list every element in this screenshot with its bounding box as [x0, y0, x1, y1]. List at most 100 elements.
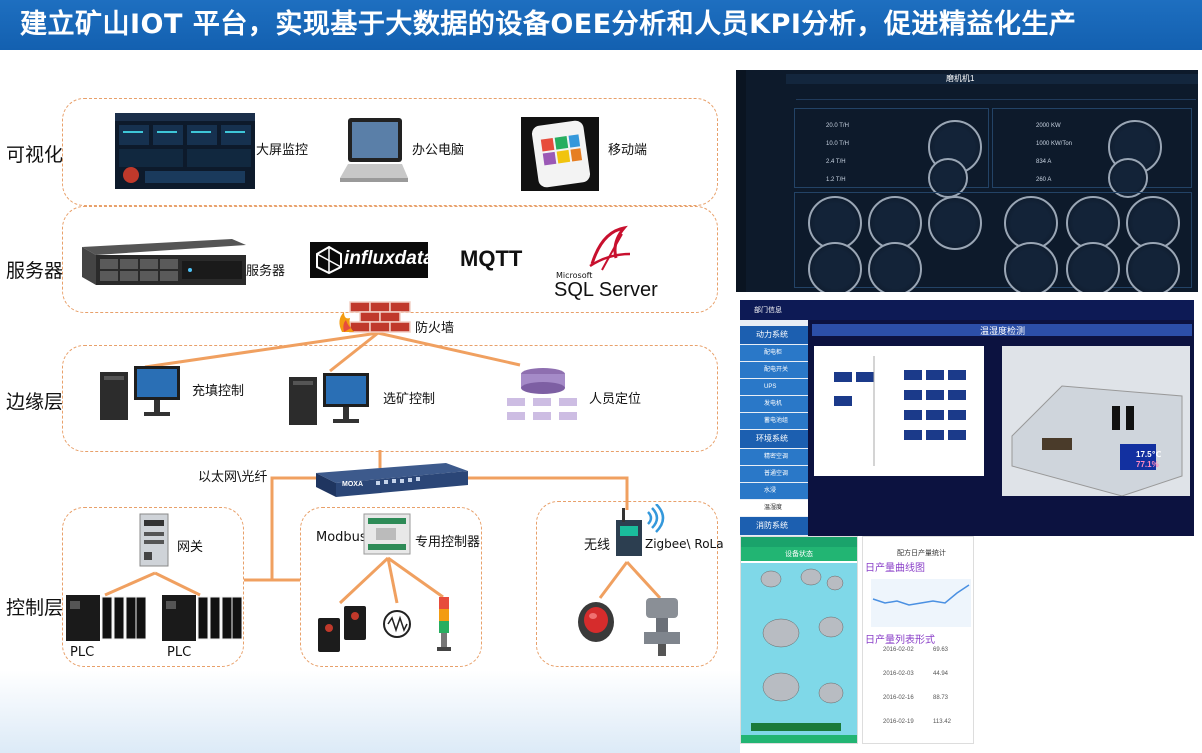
layer-label-server: 服务器 — [6, 260, 64, 282]
dash-left-val-1: 20.0 T/H — [826, 123, 849, 129]
env-menu-item[interactable]: 普通空调 — [740, 466, 808, 482]
mobile-left-title: 设备状态 — [785, 551, 813, 558]
dashboard-title: 磨机机1 — [946, 74, 975, 83]
plc-label-2: PLC — [167, 645, 192, 660]
mobile-process-diagram — [741, 563, 857, 737]
ore-control-label: 选矿控制 — [383, 392, 436, 407]
layer-label-visual: 可视化 — [6, 144, 64, 166]
plc-image-1 — [66, 595, 146, 641]
visual-layer-box — [62, 98, 718, 206]
sql-server-text: SQL Server — [554, 279, 658, 301]
env-menu: 部门信息 动力系统 配电柜 配电开关 UPS 发电机 蓄电池组 环境系统 精密空… — [740, 304, 808, 535]
dashboard-screenshot: 磨机机1 20.0 T/H 10.0 T/H 2.4 T/H 1.2 T/H 2… — [736, 70, 1198, 292]
personnel-locate-label: 人员定位 — [589, 392, 642, 407]
dash-left-val-4: 1.2 T/H — [826, 177, 846, 183]
ore-control-pc-image — [287, 371, 373, 427]
dash-gauge — [1108, 158, 1148, 198]
ethernet-fiber-label: 以太网\光纤 — [198, 470, 268, 485]
env-3d-room — [1011, 385, 1183, 496]
mobile-list-title: 日产量列表形式 — [865, 635, 935, 646]
env-menu-item[interactable]: 消防系统 — [740, 517, 808, 535]
server-rack-image — [82, 235, 246, 287]
dash-gauge — [1126, 242, 1180, 292]
env-temp: 17.5℃ — [1136, 450, 1162, 459]
background-fade — [0, 670, 740, 753]
fill-control-pc-image — [98, 364, 184, 422]
controller-image — [362, 510, 412, 558]
connection-lines — [104, 331, 662, 605]
office-pc-label: 办公电脑 — [412, 143, 465, 158]
mobile-right-title: 配方日产量统计 — [897, 550, 946, 557]
zigbee-lora-label: Zigbee\ RoLa — [645, 537, 724, 551]
moxa-brand: MOXA — [342, 481, 363, 488]
modbus-label: Modbus — [316, 530, 367, 545]
mobile-row-date: 2016-02-19 — [883, 719, 914, 725]
sensor-camera-icon — [316, 604, 372, 652]
env-heading: 温湿度检测 — [980, 326, 1026, 336]
env-menu-item[interactable]: 发电机 — [740, 396, 808, 412]
mobile-production-screenshot: 配方日产量统计 日产量曲线图 日产量列表形式 2016-02-02 69.63 … — [862, 536, 974, 744]
page-title: 建立矿山IOT 平台，实现基于大数据的设备OEE分析和人员KPI分析，促进精益化… — [0, 0, 1202, 50]
layer-label-edge: 边缘层 — [6, 391, 64, 413]
dash-gauge — [1004, 242, 1058, 292]
env-humidity: 77.1% — [1136, 460, 1159, 469]
mobile-row-date: 2016-02-16 — [883, 695, 914, 701]
dash-gauge — [868, 242, 922, 292]
influxdata-logo: influxdata — [310, 242, 428, 278]
dash-left-val-3: 2.4 T/H — [826, 159, 846, 165]
mobile-device-status-screenshot: 设备状态 — [740, 536, 858, 744]
env-menu-item[interactable]: 精密空调 — [740, 449, 808, 465]
mobile-label: 移动端 — [608, 143, 648, 158]
dash-gauge — [1066, 242, 1120, 292]
env-menu-item[interactable]: 环境系统 — [740, 430, 808, 448]
sql-microsoft-text: Microsoft — [556, 271, 593, 280]
fill-control-label: 充填控制 — [192, 384, 245, 399]
dash-right-val-2: 1000 KW/Ton — [1036, 141, 1073, 147]
firewall-label: 防火墙 — [415, 321, 455, 336]
environment-monitor-screenshot: 部门信息 动力系统 配电柜 配电开关 UPS 发电机 蓄电池组 环境系统 精密空… — [740, 300, 1194, 536]
dash-right-val-3: 834 A — [1036, 159, 1052, 165]
wireless-module-image — [612, 504, 668, 560]
dash-left-val-2: 10.0 T/H — [826, 141, 849, 147]
env-menu-item[interactable]: 配电开关 — [740, 362, 808, 378]
server-label: 服务器 — [246, 264, 286, 279]
plc-label-1: PLC — [70, 645, 95, 660]
mobile-row-value: 44.94 — [933, 671, 949, 677]
big-screen-label: 大屏监控 — [256, 143, 309, 158]
dash-right-val-4: 260 A — [1036, 177, 1052, 183]
gateway-label: 网关 — [177, 540, 204, 555]
heater-icon — [380, 606, 414, 642]
mobile-row-value: 113.42 — [933, 719, 951, 725]
env-menu-item[interactable]: 蓄电池组 — [740, 413, 808, 429]
env-menu-item[interactable]: UPS — [740, 379, 808, 395]
mobile-line-chart — [871, 579, 971, 627]
mobile-row-date: 2016-02-02 — [883, 647, 914, 653]
mobile-row-value: 69.63 — [933, 647, 949, 653]
wireless-label: 无线 — [584, 538, 611, 553]
emergency-button-icon — [576, 598, 616, 646]
moxa-switch-image: MOXA — [316, 459, 468, 499]
mobile-image — [521, 117, 599, 191]
env-menu-item[interactable]: 配电柜 — [740, 345, 808, 361]
env-floorplan — [834, 356, 966, 466]
dash-gauge — [808, 242, 862, 292]
mobile-row-value: 88.73 — [933, 695, 949, 701]
dash-gauge — [928, 196, 982, 250]
edge-layer-box — [62, 345, 718, 452]
mobile-row-date: 2016-02-03 — [883, 671, 914, 677]
env-menu-item[interactable]: 动力系统 — [740, 326, 808, 344]
dash-right-val-1: 2000 KW — [1036, 123, 1061, 129]
laptop-image — [338, 114, 410, 192]
personnel-locate-image — [503, 364, 583, 426]
sql-server-logo-graphic — [582, 224, 638, 276]
env-menu-item[interactable]: 部门信息 — [754, 307, 782, 314]
influxdata-text: influxdata — [344, 248, 428, 269]
plc-image-2 — [162, 595, 242, 641]
dash-gauge — [1126, 196, 1180, 250]
pressure-transmitter-icon — [640, 594, 684, 658]
firewall-icon — [336, 298, 414, 336]
gateway-image — [136, 512, 172, 568]
env-menu-item[interactable]: 水浸 — [740, 483, 808, 499]
env-menu-item[interactable]: 温湿度 — [740, 500, 808, 516]
layer-label-control: 控制层 — [6, 597, 64, 619]
